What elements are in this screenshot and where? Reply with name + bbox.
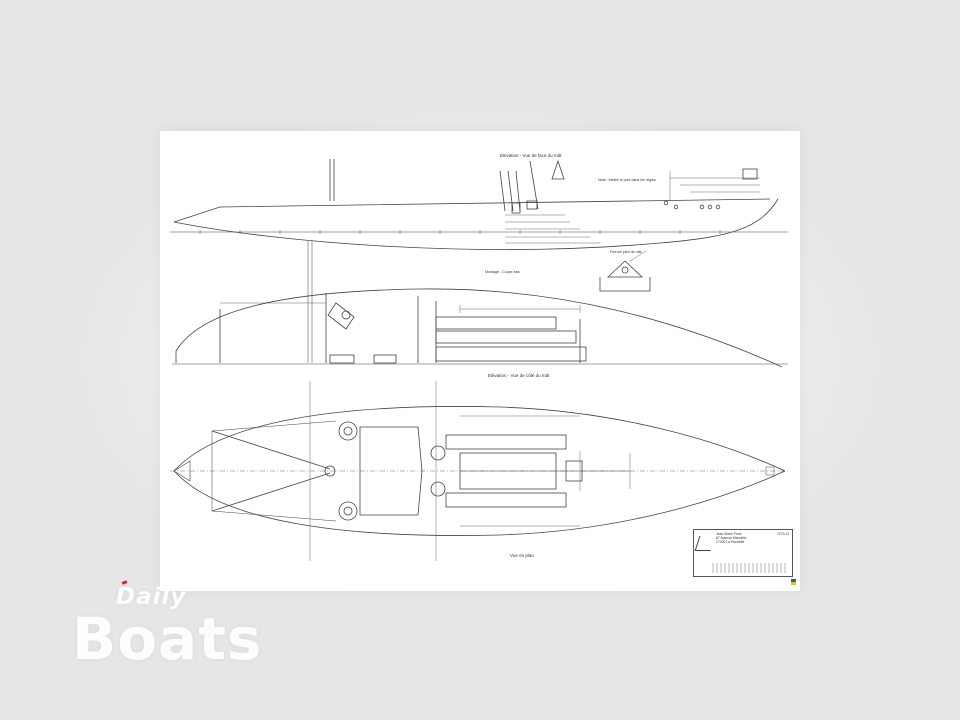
watermark-line-1: Daily [116,584,187,610]
note-2: Montage - Coupe bas [485,270,520,274]
profile-label: Elévation - Vue de face du mât [500,153,562,158]
watermark: Daily Boats [72,584,262,668]
title-block: N°23.12 Jean-Marie Finot 67 Avenue Marce… [693,529,793,577]
title-block-stamp [712,563,788,573]
flag-icon [791,579,796,585]
deck-label: Vue en plan [510,553,534,558]
note-3: Ferrure pied de mât [610,250,642,254]
deck-plan [170,381,790,561]
address-line-1: 67 Avenue Marcellin [716,536,747,541]
address-line-2: 17000 La Rochelle [716,540,745,545]
watermark-line-2: Boats [72,605,263,673]
note-1: Nota : Mettre le pont dans les règles [598,178,656,182]
designer-logo-icon [694,536,716,551]
profile-view [170,159,788,250]
company-name: Jean-Marie Finot [716,532,742,536]
drawing-number: N°23.12 [777,532,789,536]
drawing-sheet: Elévation - Vue de face du mât Elévation… [160,131,800,591]
technical-drawing: Elévation - Vue de face du mât Elévation… [170,153,790,561]
interior-view [172,241,788,368]
interior-label: Elévation - Vue de côté du mât [488,373,550,378]
